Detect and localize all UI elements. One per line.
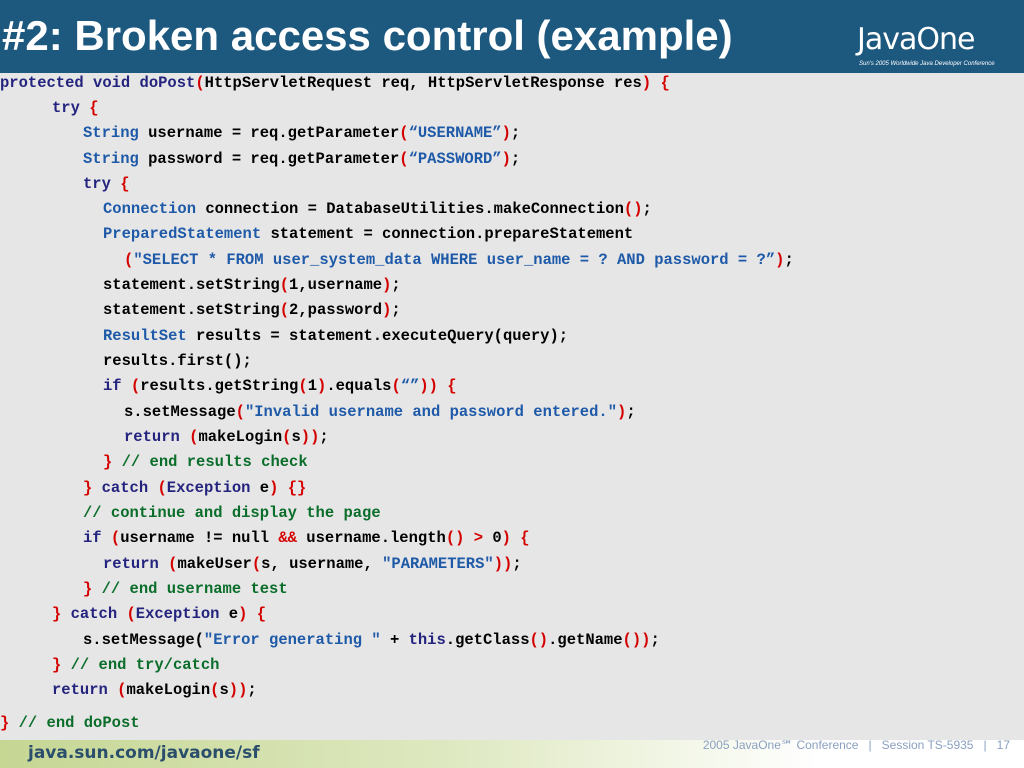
code-line: } // end doPost — [0, 714, 140, 732]
code-line: try { — [52, 99, 99, 117]
code-line: } catch (Exception e) {} — [83, 479, 307, 497]
code-line: } // end results check — [103, 453, 308, 471]
slide-title: #2: Broken access control (example) — [2, 12, 733, 59]
code-line: statement.setString(2,password); — [103, 301, 401, 319]
conference-label: 2005 JavaOne℠ Conference — [702, 738, 859, 752]
code-line: return (makeLogin(s)); — [52, 681, 257, 699]
footer-separator: | — [983, 738, 987, 752]
code-line: statement.setString(1,username); — [103, 276, 401, 294]
code-line: ResultSet results = statement.executeQue… — [103, 327, 569, 345]
javaone-logo: JavaOne Sun's 2005 Worldwide Java Develo… — [857, 22, 1007, 70]
code-line: String password = req.getParameter(“PASS… — [83, 150, 521, 168]
code-line: return (makeUser(s, username, "PARAMETER… — [103, 555, 522, 573]
footer-bar — [0, 740, 1024, 768]
footer-info: 2005 JavaOne℠ Conference | Session TS-59… — [703, 738, 1010, 752]
logo-subtitle: Sun's 2005 Worldwide Java Developer Conf… — [859, 61, 995, 67]
code-line: Connection connection = DatabaseUtilitie… — [103, 200, 652, 218]
footer-url: java.sun.com/javaone/sf — [28, 743, 260, 763]
session-label: Session TS-5935 — [881, 738, 974, 752]
code-line: } catch (Exception e) { — [52, 605, 267, 623]
code-line: try { — [83, 175, 130, 193]
logo-text: JavaOne — [857, 22, 975, 57]
code-line: return (makeLogin(s)); — [124, 428, 329, 446]
footer-separator: | — [868, 738, 872, 752]
code-line: s.setMessage("Invalid username and passw… — [124, 403, 636, 421]
code-line: protected void doPost(HttpServletRequest… — [0, 74, 670, 92]
code-line: if (results.getString(1).equals(“”)) { — [103, 377, 457, 395]
code-line: s.setMessage("Error generating " + this.… — [83, 631, 660, 649]
code-line: if (username != null && username.length(… — [83, 529, 530, 547]
code-block: protected void doPost(HttpServletRequest… — [0, 73, 1024, 740]
code-line: PreparedStatement statement = connection… — [103, 225, 634, 243]
code-line: } // end username test — [83, 580, 288, 598]
page-number: 17 — [996, 738, 1010, 752]
code-line: } // end try/catch — [52, 656, 220, 674]
code-line: ("SELECT * FROM user_system_data WHERE u… — [124, 251, 794, 269]
code-line: results.first(); — [103, 352, 252, 370]
code-line: // continue and display the page — [83, 504, 381, 522]
code-line: String username = req.getParameter(“USER… — [83, 124, 521, 142]
slide-header: #2: Broken access control (example) Java… — [0, 0, 1024, 73]
